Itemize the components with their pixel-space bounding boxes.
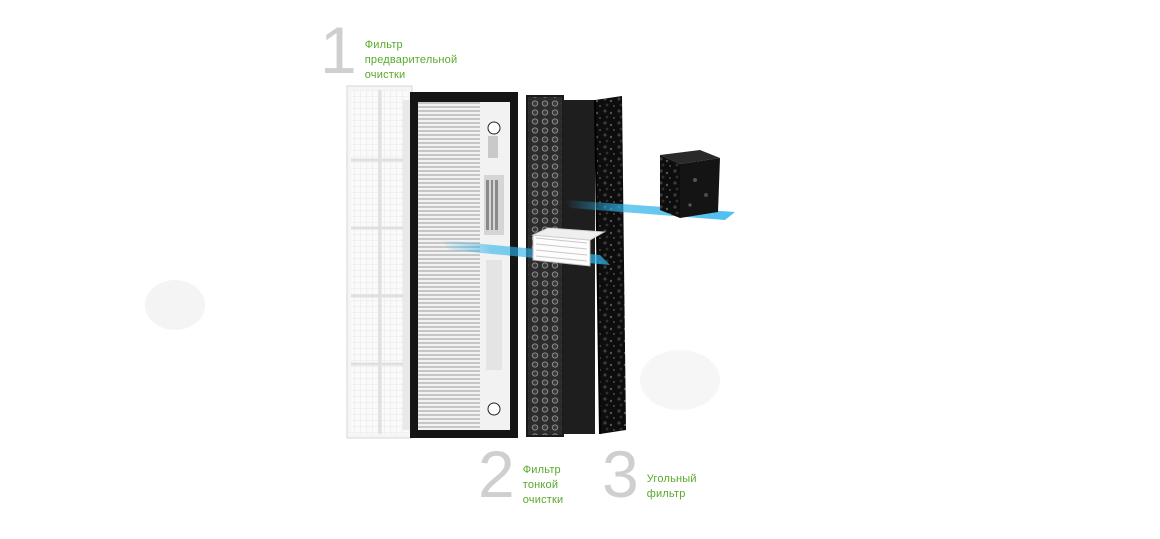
callout-number: 1 [320, 13, 357, 87]
hepa-filter-panel [410, 92, 518, 438]
pre-filter-panel [346, 85, 413, 439]
callout-carbon-filter: 3 Угольный фильтр [602, 437, 697, 511]
callout-number: 2 [478, 437, 515, 511]
callout-pre-filter: 1 Фильтр предварительной очистки [320, 13, 458, 87]
pleated-media-sample [531, 227, 606, 267]
shadow [640, 350, 720, 410]
callout-label: Фильтр тонкой очистки [522, 464, 564, 506]
callout-hepa-filter: 2 Фильтр тонкой очистки [478, 437, 564, 511]
carbon-filter-panel [526, 95, 626, 437]
shadow [145, 280, 205, 330]
callout-label: Угольный фильтр [646, 473, 697, 500]
callout-number: 3 [602, 437, 639, 511]
logo-mark [487, 121, 501, 135]
logo-mark [487, 402, 501, 416]
carbon-cube-sample [660, 150, 720, 218]
callout-label: Фильтр предварительной очистки [364, 39, 458, 81]
